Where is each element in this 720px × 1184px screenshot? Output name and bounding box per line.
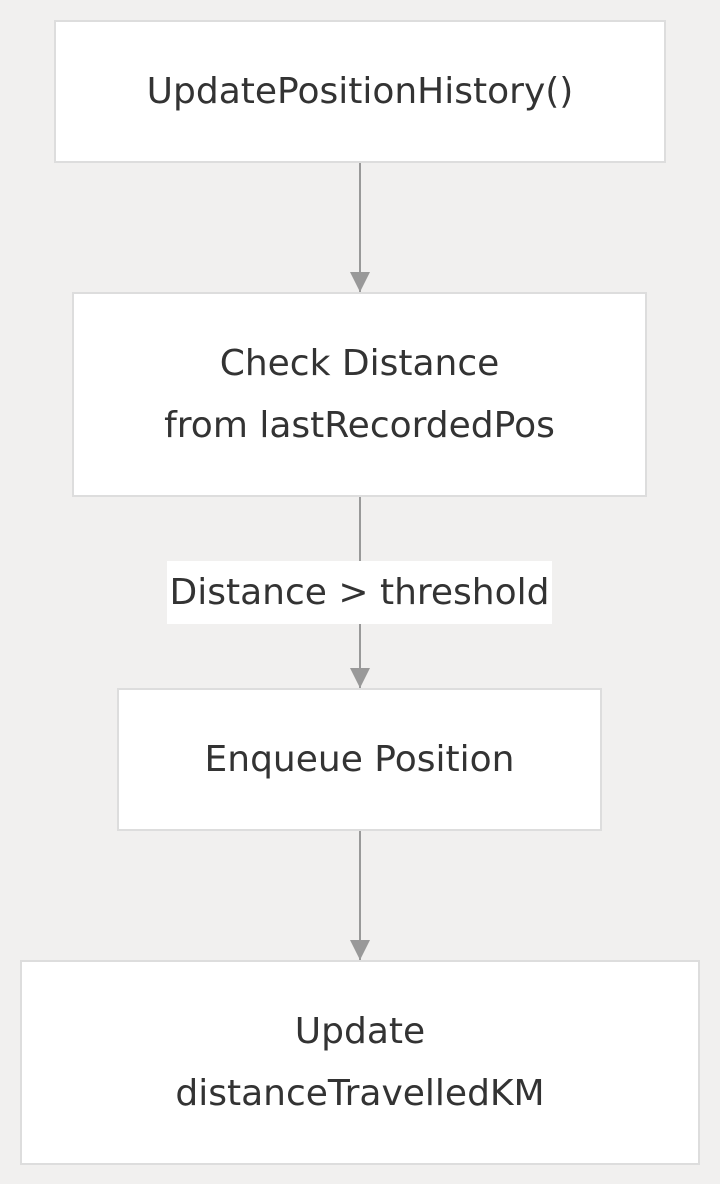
node-label-line-2: from lastRecordedPos <box>164 404 555 446</box>
edge-update-to-check-arrowhead <box>350 272 370 292</box>
node-update-position-history[interactable]: UpdatePositionHistory() <box>54 20 666 163</box>
node-label: Enqueue Position <box>204 738 515 780</box>
edge-check-to-enqueue-arrowhead <box>350 668 370 688</box>
node-update-distance[interactable]: Update distanceTravelledKM <box>20 960 700 1165</box>
node-label-line-2: distanceTravelledKM <box>175 1072 545 1114</box>
node-label-line-1: Check Distance <box>219 342 500 384</box>
node-enqueue-position[interactable]: Enqueue Position <box>117 688 602 831</box>
edge-label-distance-threshold: Distance > threshold <box>167 561 552 624</box>
node-check-distance[interactable]: Check Distance from lastRecordedPos <box>72 292 647 497</box>
node-label: UpdatePositionHistory() <box>146 70 574 112</box>
node-label-line-1: Update <box>294 1010 426 1052</box>
edge-enqueue-to-update-arrowhead <box>350 940 370 960</box>
